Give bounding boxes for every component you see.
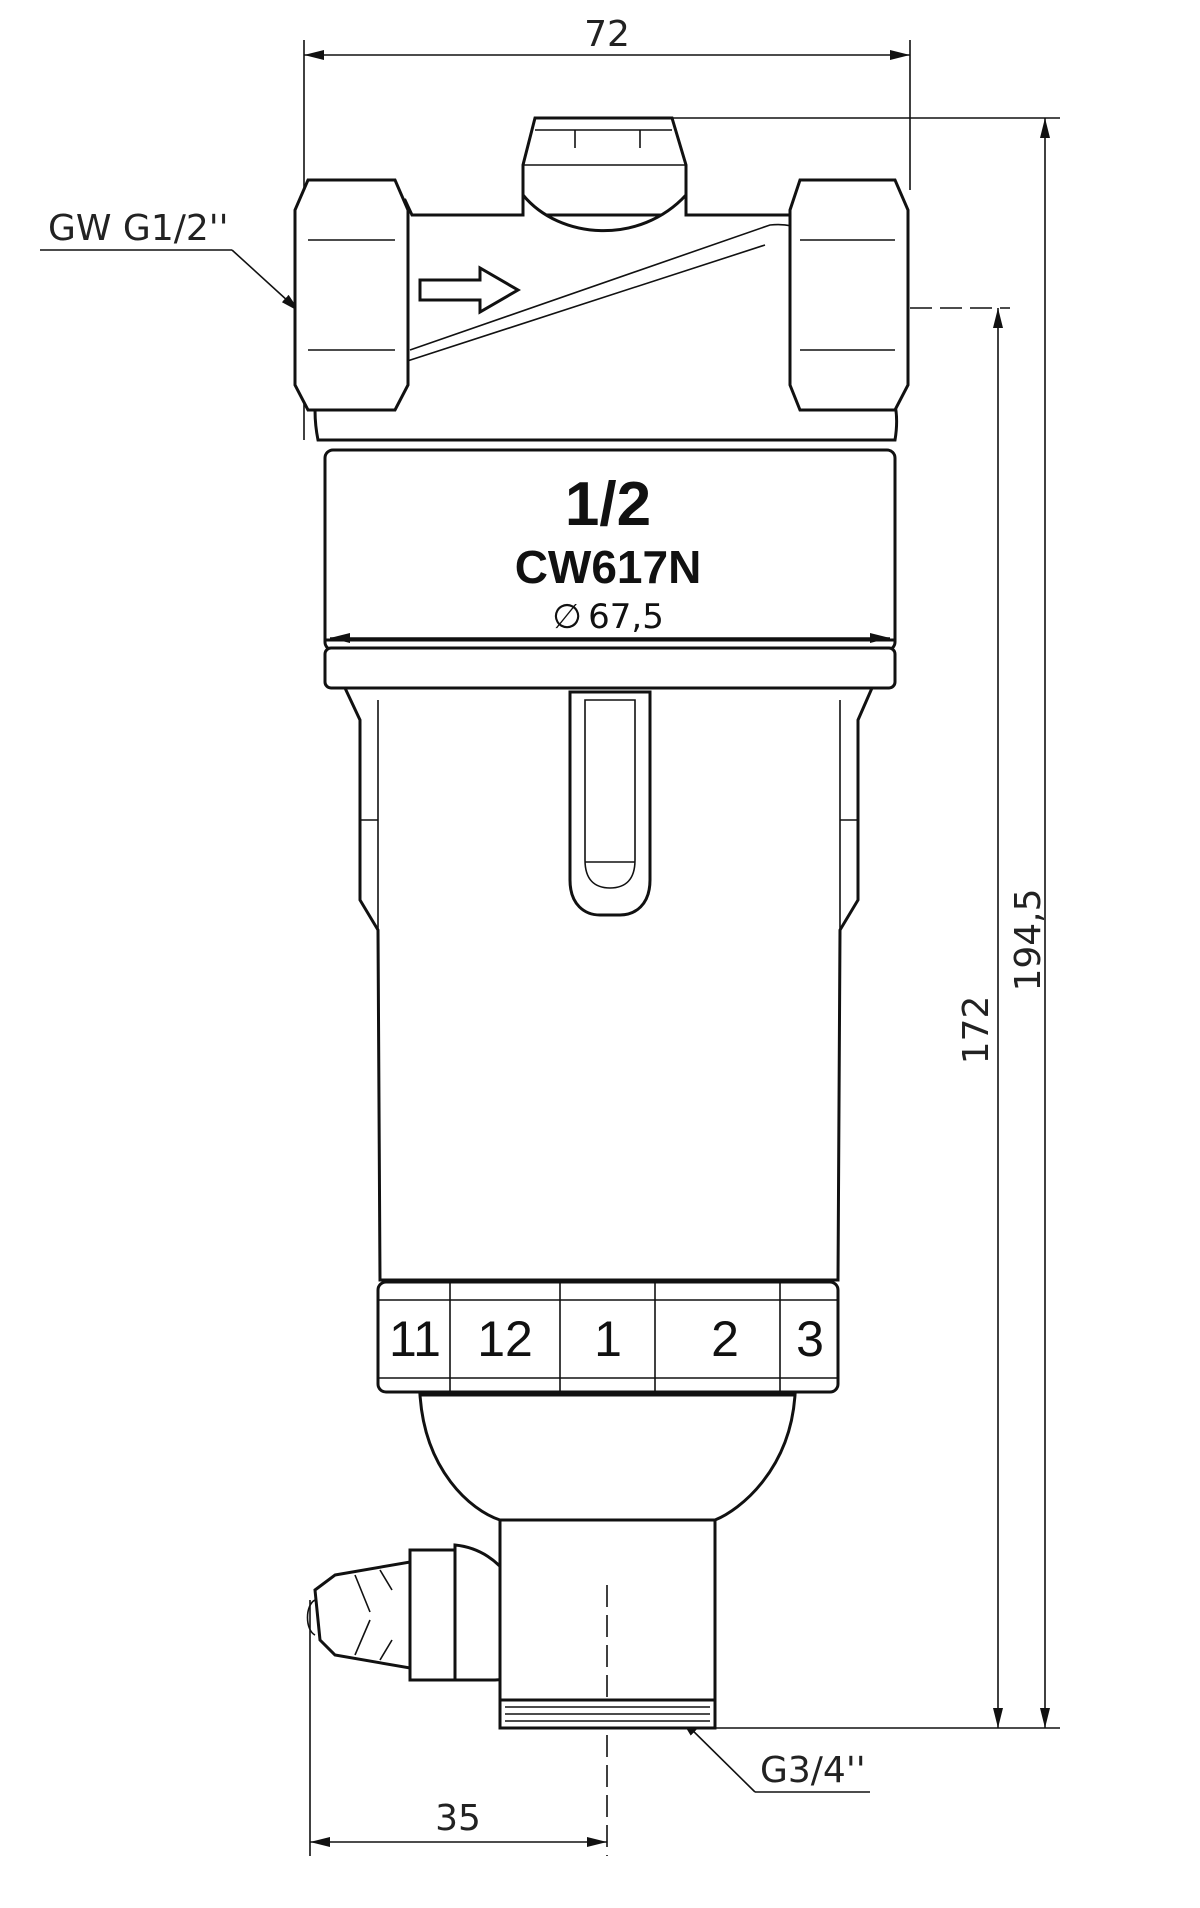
material-label: CW617N xyxy=(515,541,702,593)
drain-valve xyxy=(306,1543,528,1682)
callout-inlet-thread: GW G1/2'' xyxy=(40,208,301,313)
filter-bowl xyxy=(342,686,875,1282)
top-width-label: 72 xyxy=(584,14,630,55)
dial-number: 1 xyxy=(594,1311,622,1367)
diameter-symbol: ∅ xyxy=(552,597,582,637)
inlet-port-left xyxy=(293,178,410,412)
dial-number: 12 xyxy=(477,1311,533,1367)
flow-direction-arrow-icon xyxy=(418,265,521,315)
dial-number: 3 xyxy=(796,1311,824,1367)
body-collar: 1/2 CW617N ∅ 67,5 xyxy=(323,448,897,690)
dial-ring: 11 12 1 2 3 xyxy=(376,1280,840,1394)
outlet-port-right xyxy=(788,178,910,412)
outlet-neck xyxy=(498,1518,717,1720)
outlet-thread xyxy=(498,1698,717,1730)
dimension-inner-height: 172 xyxy=(820,307,1010,1728)
inlet-thread-label: GW G1/2'' xyxy=(48,208,229,249)
bowl-window-tab xyxy=(568,690,652,917)
dimension-total-height: 194,5 xyxy=(672,117,1060,1729)
bottom-cup xyxy=(418,1393,797,1522)
inner-height-label: 172 xyxy=(956,996,997,1065)
dial-number: 11 xyxy=(389,1311,441,1367)
size-label: 1/2 xyxy=(565,470,651,539)
callout-outlet-thread: G3/4'' xyxy=(679,1717,870,1793)
outlet-thread-label: G3/4'' xyxy=(760,1750,866,1791)
outlet-offset-label: 35 xyxy=(435,1798,481,1839)
top-plug xyxy=(521,116,688,217)
total-height-label: 194,5 xyxy=(1008,888,1049,991)
dial-number: 2 xyxy=(711,1311,739,1367)
diameter-label: 67,5 xyxy=(588,597,664,637)
